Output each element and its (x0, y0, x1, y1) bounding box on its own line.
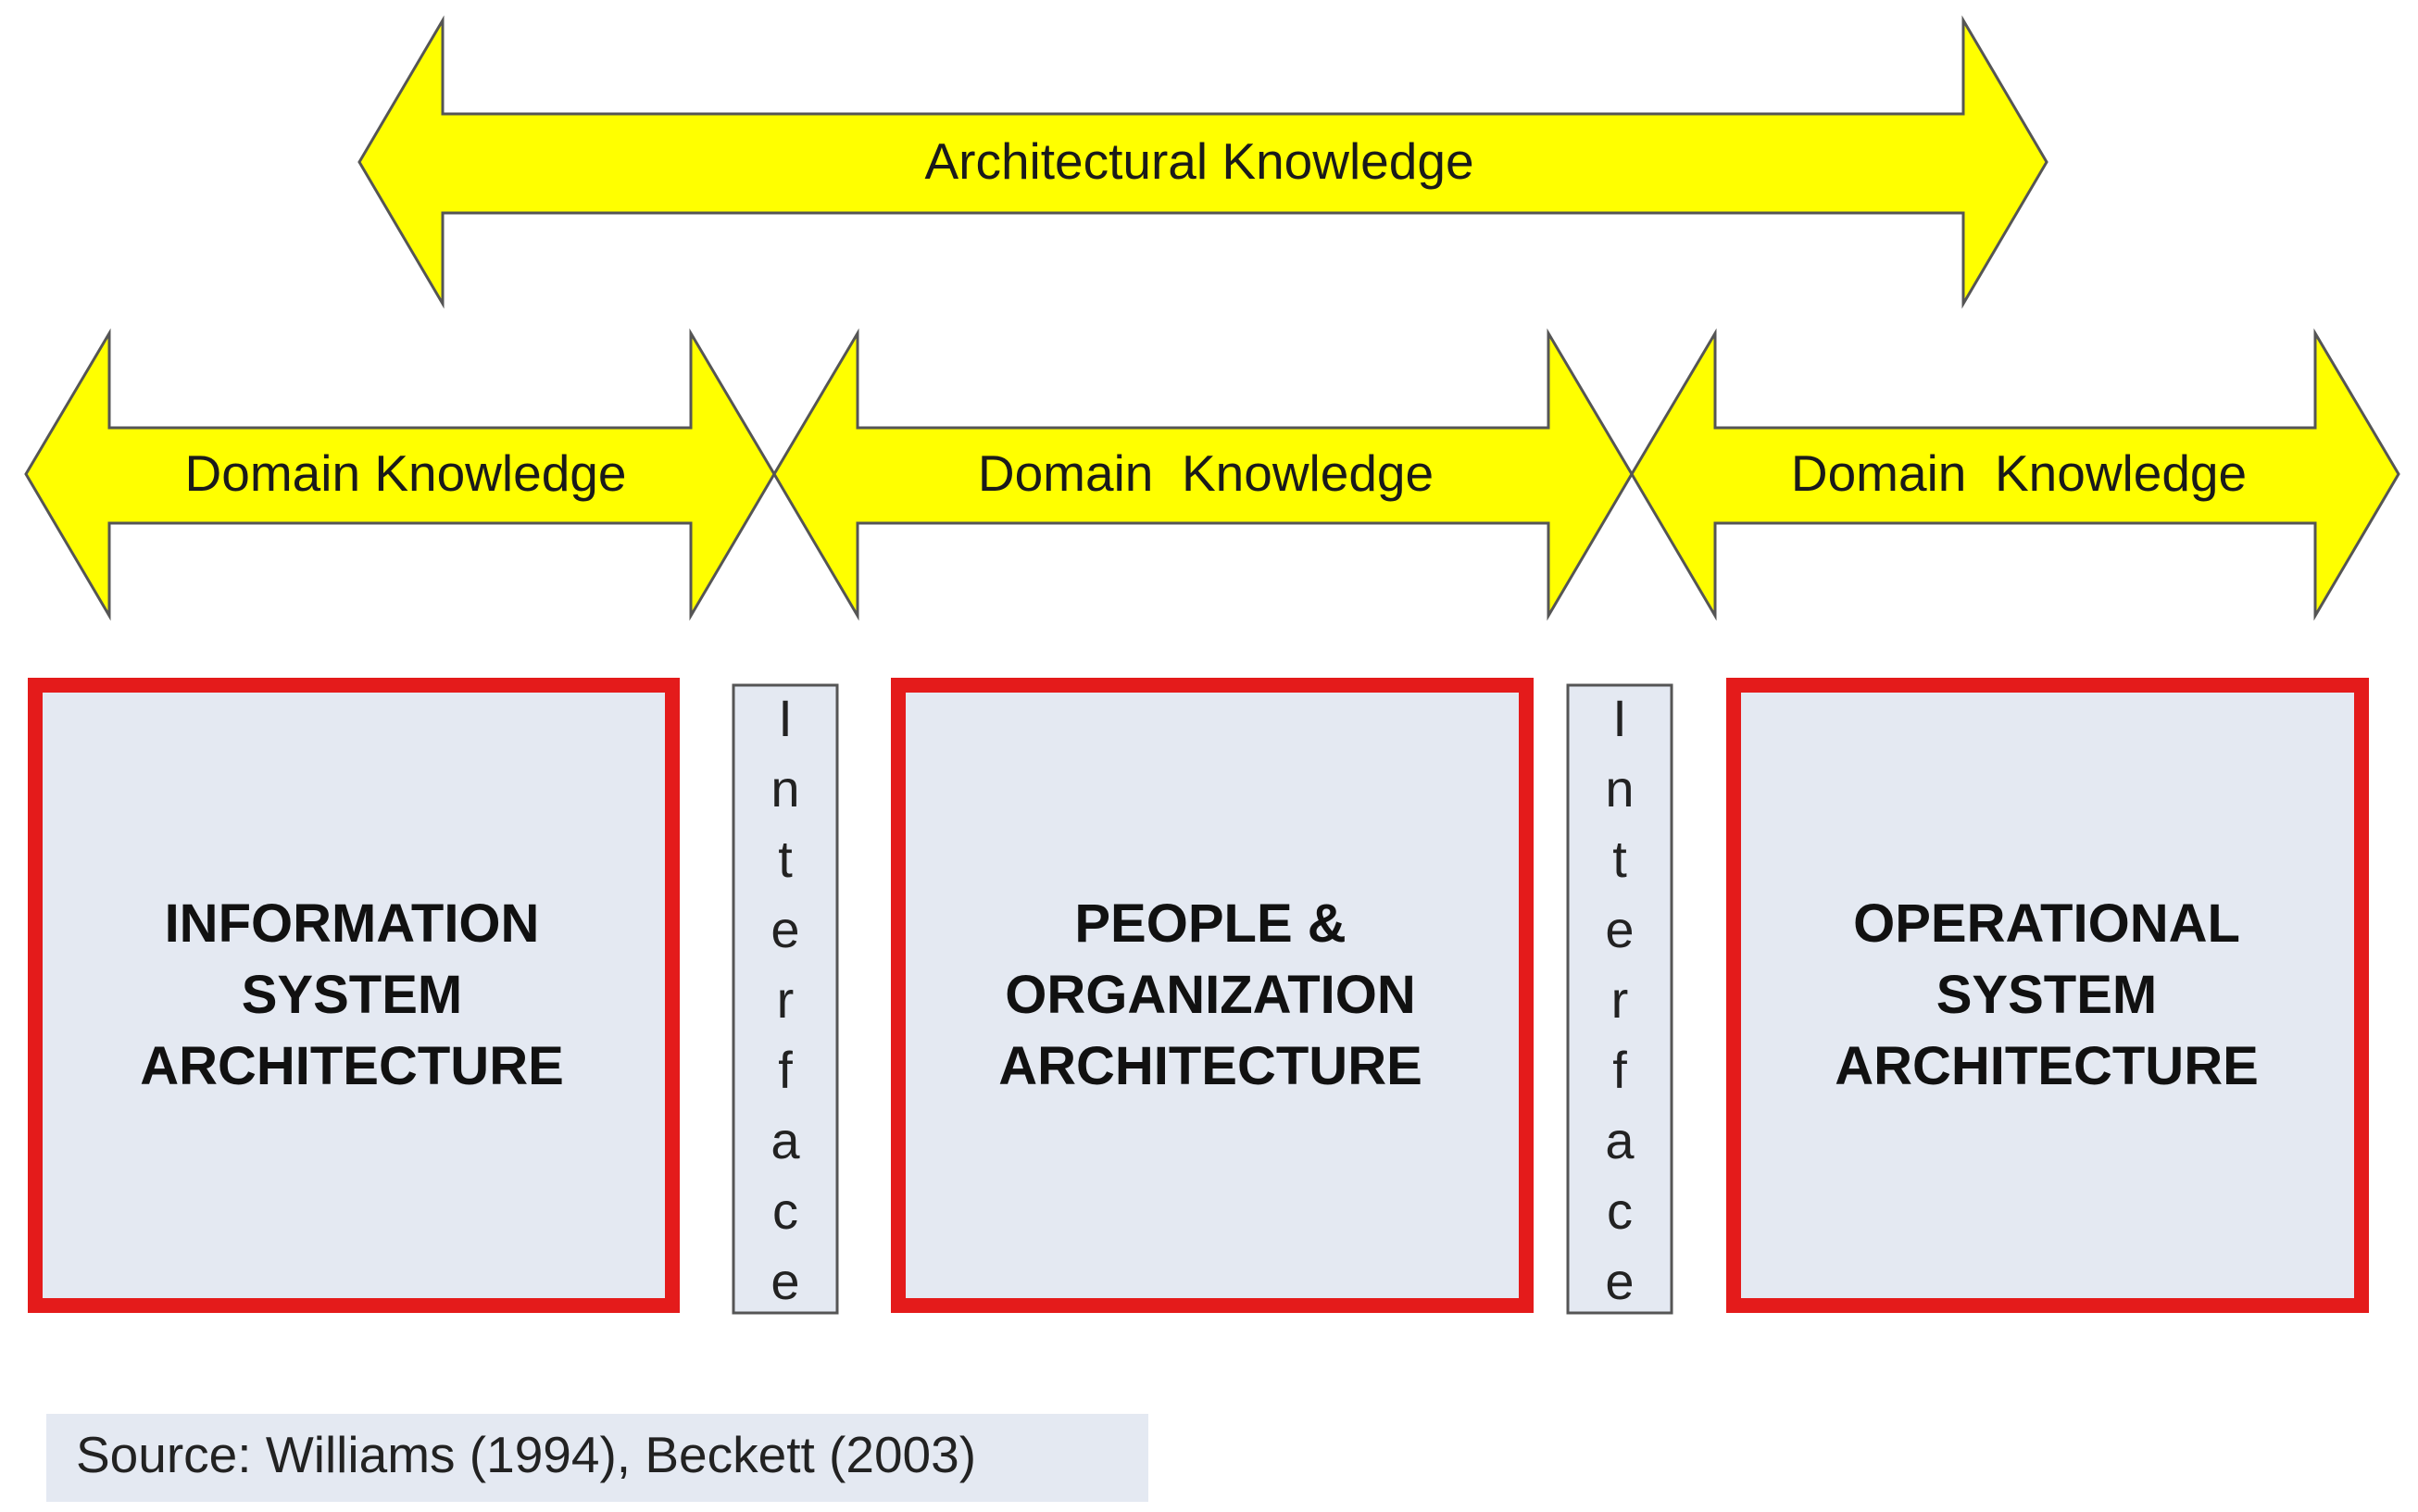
operational-box-line-3: ARCHITECTURE (1835, 1036, 2259, 1096)
source-caption-background (46, 1414, 1148, 1502)
information-box-line-1: INFORMATION (165, 893, 540, 954)
architectural-knowledge-label: Architectural Knowledge (924, 132, 1473, 190)
interface-right-letter: e (1605, 1252, 1634, 1310)
architectural-knowledge-arrow: Architectural Knowledge (357, 15, 2048, 309)
interface-right-letter: a (1605, 1111, 1635, 1169)
interface-right-frame (1566, 683, 1673, 1315)
interface-right-letter: f (1612, 1041, 1627, 1099)
domain-knowledge-arrow-1: Domain Knowledge (24, 328, 776, 621)
interface-right-letter: r (1611, 970, 1629, 1029)
domain-knowledge-arrow-3-shape (1630, 328, 2400, 621)
domain-knowledge-arrow-3: Domain Knowledge (1630, 328, 2400, 621)
interface-left-letter: I (778, 689, 793, 747)
interface-right-letter: n (1605, 759, 1634, 818)
interface-left-letter: e (771, 900, 799, 958)
interface-left-letter: e (771, 1252, 799, 1310)
operational-box-line-1: OPERATIONAL (1853, 893, 2240, 954)
operational-system-architecture-frame (1726, 678, 2369, 1313)
interface-left-letter: f (778, 1041, 793, 1099)
operational-system-architecture-box: OPERATIONAL SYSTEM ARCHITECTURE (1726, 678, 2369, 1313)
architectural-knowledge-arrow-shape (357, 15, 2048, 309)
information-box-line-2: SYSTEM (242, 965, 463, 1025)
interface-right-letter: e (1605, 900, 1634, 958)
source-caption: Source: Williams (1994), Beckett (2003) (46, 1414, 1148, 1502)
domain-knowledge-label-1: Domain Knowledge (185, 444, 627, 502)
source-caption-text: Source: Williams (1994), Beckett (2003) (76, 1426, 976, 1483)
interface-left-letter: n (771, 759, 799, 818)
interface-left-frame (732, 683, 839, 1315)
interface-right-letter: t (1612, 830, 1627, 888)
interface-left-letter: c (772, 1181, 798, 1240)
information-box-line-3: ARCHITECTURE (140, 1036, 564, 1096)
interface-right-letter: c (1607, 1181, 1633, 1240)
domain-knowledge-arrow-2: Domain Knowledge (772, 328, 1634, 621)
interface-left-letter: t (778, 830, 793, 888)
operational-box-line-2: SYSTEM (1936, 965, 2158, 1025)
people-box-line-2: ORGANIZATION (1005, 965, 1416, 1025)
information-system-architecture-frame (28, 678, 680, 1313)
interface-right-letter: I (1612, 689, 1627, 747)
people-organization-architecture-box: PEOPLE & ORGANIZATION ARCHITECTURE (891, 678, 1534, 1313)
interface-left-letter: a (771, 1111, 800, 1169)
interface-left-letter: r (777, 970, 795, 1029)
information-system-architecture-box: INFORMATION SYSTEM ARCHITECTURE (28, 678, 680, 1313)
people-box-line-3: ARCHITECTURE (998, 1036, 1422, 1096)
people-organization-architecture-frame (891, 678, 1534, 1313)
domain-knowledge-label-2: Domain Knowledge (978, 444, 1434, 502)
people-box-line-1: PEOPLE & (1074, 893, 1346, 954)
domain-knowledge-label-3: Domain Knowledge (1791, 444, 2247, 502)
